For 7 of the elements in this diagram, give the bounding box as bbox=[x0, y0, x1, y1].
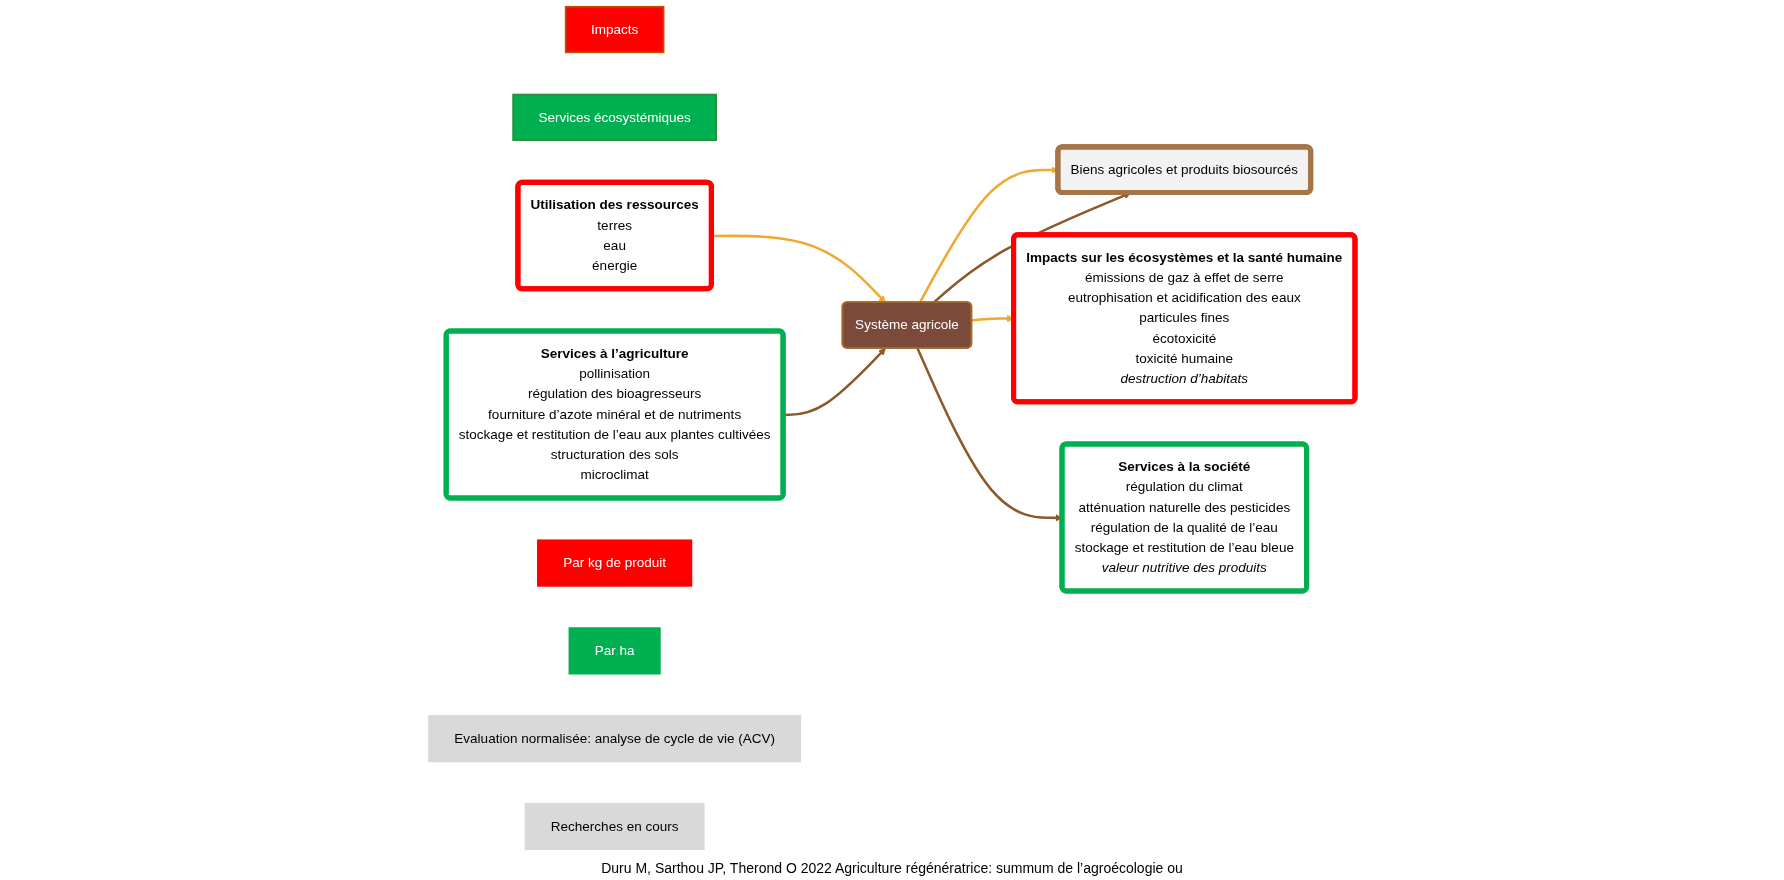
node-box: Evaluation normalisée: analyse de cycle de vie (ACV) bbox=[428, 715, 802, 763]
node-box: Par kg de produit bbox=[537, 539, 693, 587]
node-box: Par ha bbox=[568, 627, 661, 675]
node-box: Services écosystémiques bbox=[512, 93, 717, 141]
node-box: Recherches en cours bbox=[524, 802, 705, 851]
citation-text: Duru M, Sarthou JP, Therond O 2022 Agriculture régénératrice: summum de l’agroécologie ou bbox=[600, 859, 1184, 878]
node-box: Impacts bbox=[564, 5, 665, 54]
